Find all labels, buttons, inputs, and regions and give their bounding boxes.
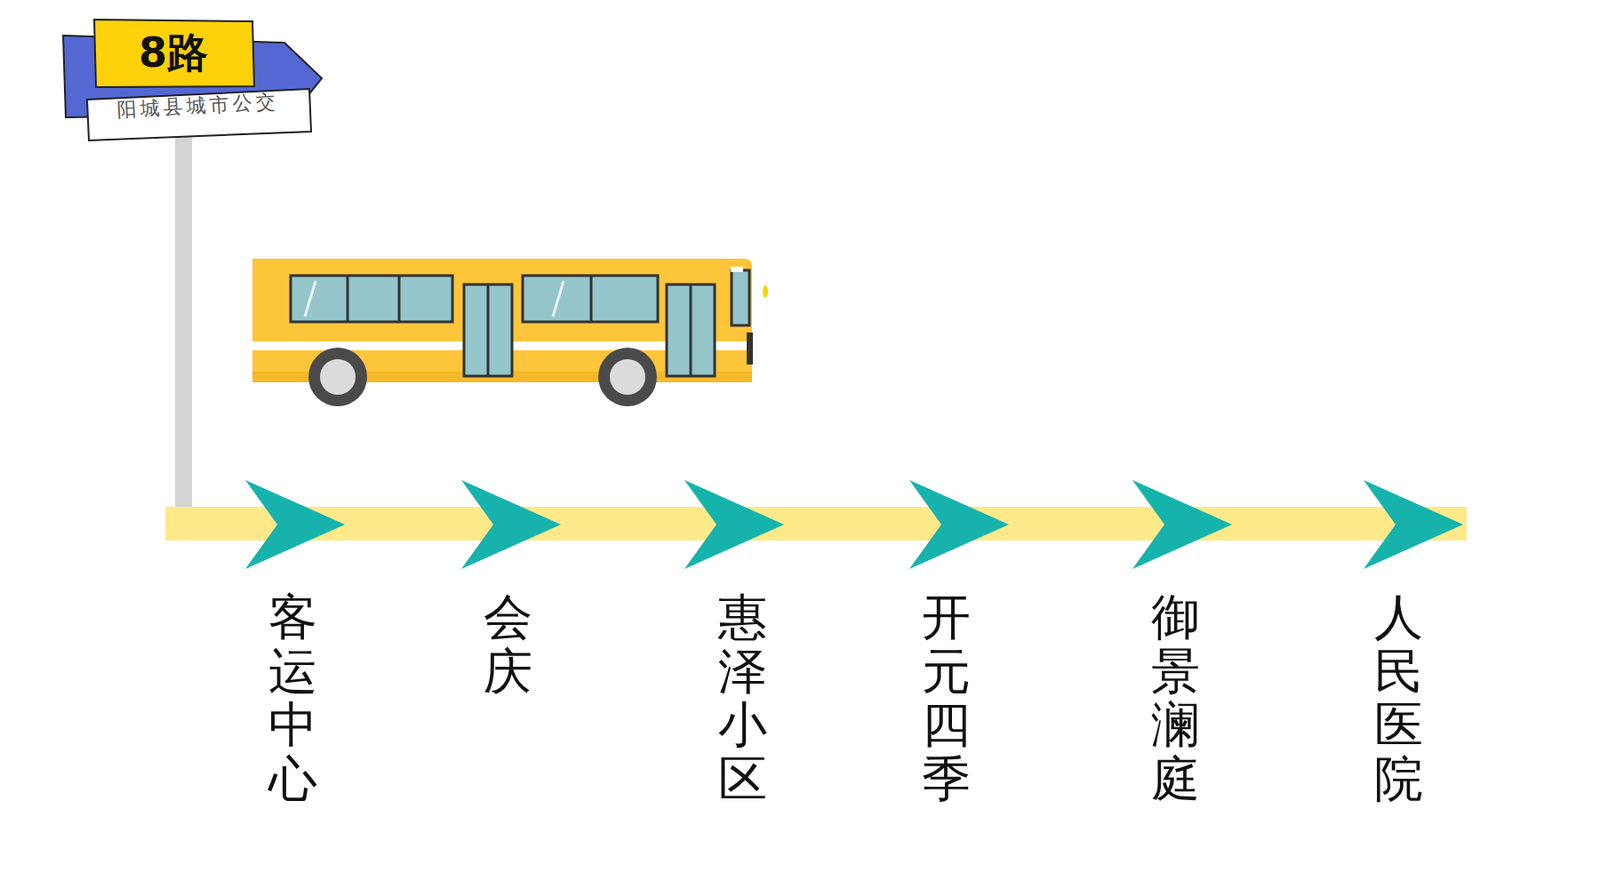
- route-chevron: [684, 480, 784, 569]
- sign-strip: [87, 88, 312, 141]
- route-chevron: [1132, 480, 1232, 569]
- station-name: 人民医院: [1374, 590, 1424, 806]
- station-name: 惠泽小区: [718, 590, 768, 806]
- station-name: 开元四季: [921, 590, 971, 806]
- route-chevron: [1363, 480, 1464, 569]
- route-track: [165, 506, 1467, 541]
- route-chevron: [245, 480, 345, 569]
- sign-pole: [175, 124, 192, 516]
- route-number: 8路: [138, 25, 208, 81]
- route-chevrons: [245, 480, 1464, 569]
- sign-label: [94, 19, 255, 88]
- station-name: 会庆: [483, 590, 533, 698]
- route-chevron: [461, 480, 561, 569]
- bus-illustration: [252, 258, 768, 407]
- station-name: 御景澜庭: [1151, 590, 1200, 806]
- station-name: 客运中心: [268, 590, 318, 806]
- route-chevron: [909, 480, 1009, 569]
